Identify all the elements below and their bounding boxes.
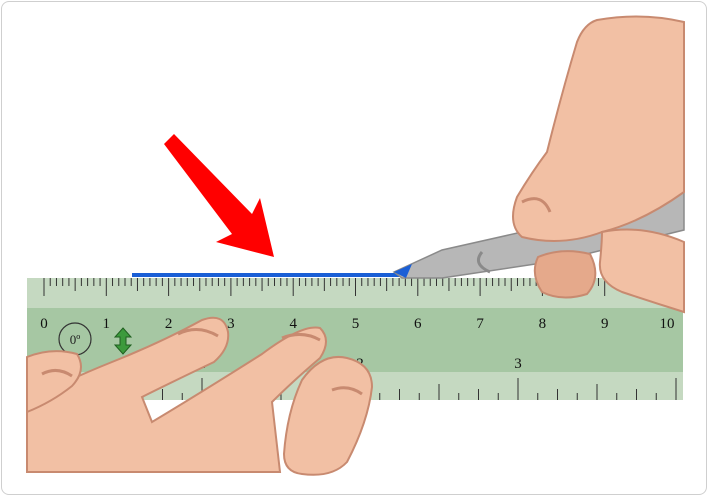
- cm-label: 1: [103, 316, 111, 332]
- cm-label: 7: [476, 316, 484, 332]
- cm-label: 8: [539, 316, 547, 332]
- inch-label: 3: [514, 356, 522, 372]
- drawn-line: [132, 273, 404, 277]
- green-updown-arrow-icon[interactable]: [113, 327, 133, 355]
- cm-labels: 0 1 2 3 4 5 6 7 8 9 10: [40, 316, 674, 332]
- cm-label: 2: [165, 316, 173, 332]
- cm-label: 3: [227, 316, 235, 332]
- red-arrow-icon: [164, 134, 274, 257]
- cm-label: 0: [40, 316, 48, 332]
- right-hand: [512, 15, 685, 314]
- cm-label: 9: [601, 316, 609, 332]
- left-hand: [26, 316, 374, 476]
- cm-label: 10: [660, 316, 675, 332]
- angle-label: 0º: [70, 332, 81, 347]
- cm-label: 4: [289, 316, 297, 332]
- cm-label: 6: [414, 316, 422, 332]
- cm-label: 5: [352, 316, 360, 332]
